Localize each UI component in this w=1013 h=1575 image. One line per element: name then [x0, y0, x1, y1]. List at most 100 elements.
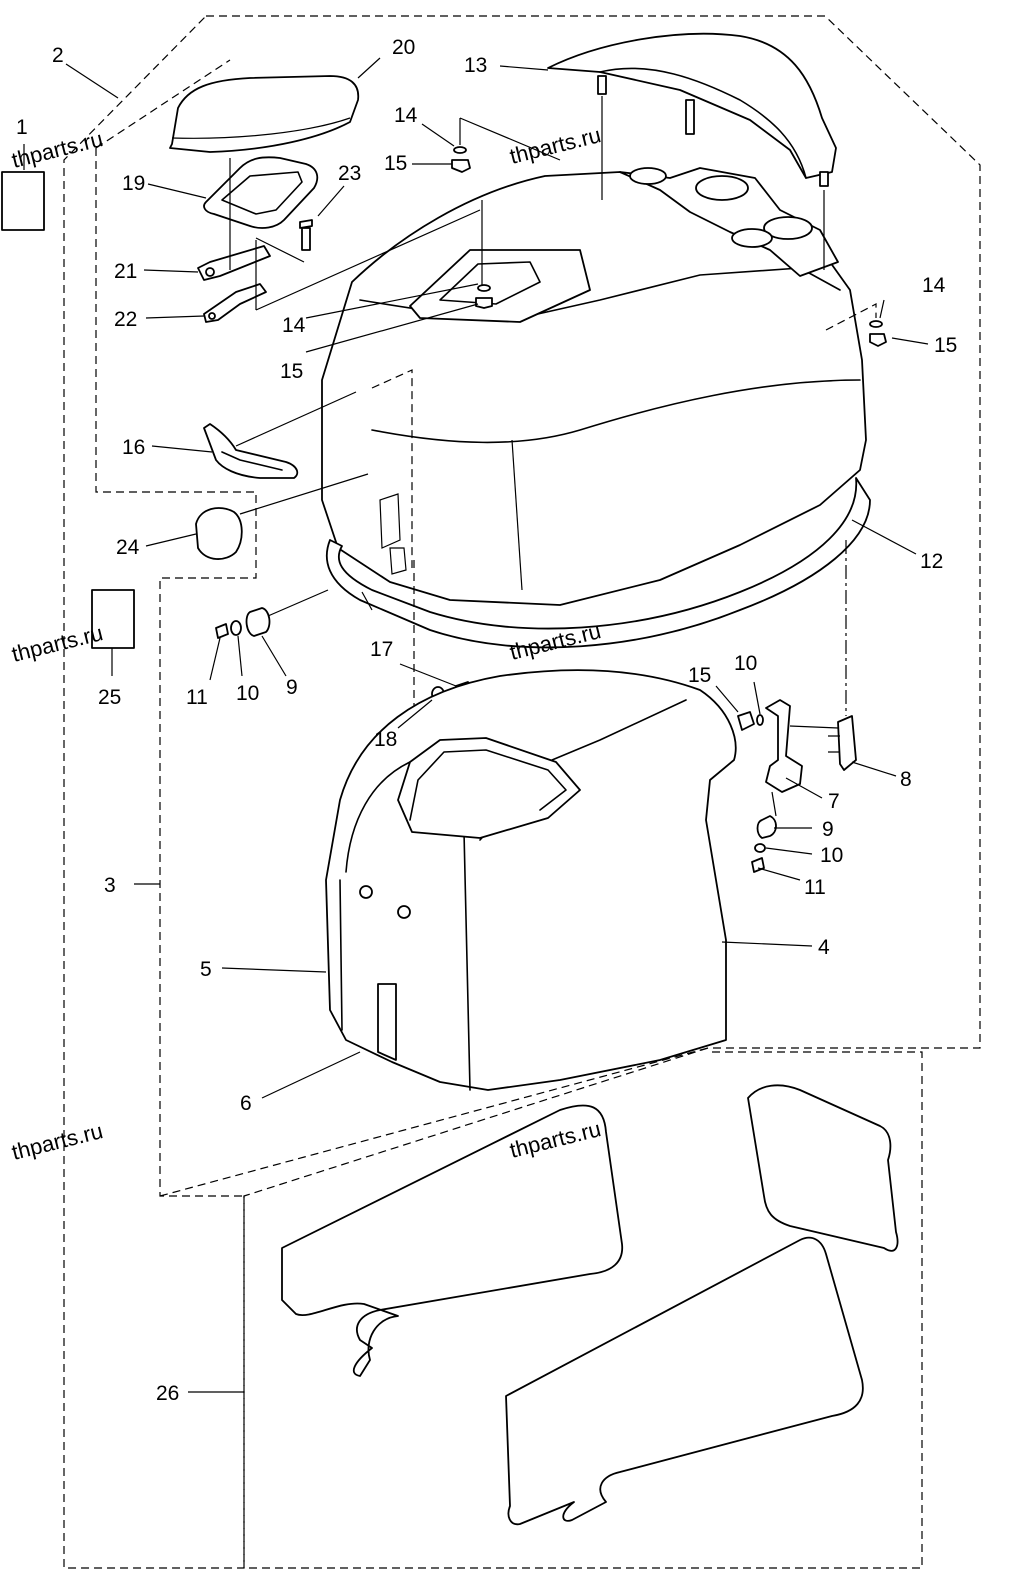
callout-20: 20 — [392, 36, 415, 59]
top-cowling-recess — [409, 249, 591, 323]
callout-15-lower: 15 — [688, 664, 711, 687]
callout-13: 13 — [464, 54, 487, 77]
callout-15-top: 15 — [384, 152, 407, 175]
spacer-9-left — [245, 607, 271, 637]
callout-23: 23 — [338, 162, 361, 185]
intake-port-4 — [629, 167, 667, 185]
decal-26-right — [747, 1084, 899, 1252]
callout-4: 4 — [818, 936, 830, 959]
washer-guide-right — [825, 303, 877, 331]
washer-10-right-upper — [756, 714, 764, 726]
bracket-21 — [197, 245, 271, 281]
bottom-cowling-opening — [397, 737, 581, 839]
top-cowling-front-line — [511, 439, 523, 591]
hole-upper — [359, 885, 373, 899]
callout-14-top: 14 — [394, 104, 418, 127]
callout-15-right: 15 — [934, 334, 957, 357]
bolt-23 — [299, 219, 313, 229]
part-13-guide-line — [601, 96, 825, 270]
left-guide — [371, 369, 415, 706]
handle-16-guide — [235, 391, 357, 447]
washer-14-right — [869, 320, 883, 328]
cowling-side-detail — [379, 493, 407, 575]
lid-20-edge — [171, 117, 351, 139]
callout-1: 1 — [16, 116, 28, 139]
callout-8: 8 — [900, 768, 912, 791]
callout-2: 2 — [52, 44, 64, 67]
handle-16 — [203, 423, 299, 479]
washer-14-top — [453, 146, 467, 154]
washer-guide-top — [459, 117, 561, 285]
top-cowling-intake-ports — [619, 167, 839, 277]
notch-6 — [377, 983, 397, 1061]
cap-24-guide — [239, 473, 369, 515]
decal-26-bottom — [505, 1236, 864, 1526]
callout-24: 24 — [116, 536, 140, 559]
callout-25: 25 — [98, 686, 121, 709]
lid-20 — [169, 75, 360, 153]
intake-port-1 — [695, 175, 749, 201]
seal-12 — [326, 477, 871, 649]
watermark-4: thparts.ru — [507, 618, 603, 665]
callout-10-right-upper: 10 — [734, 652, 757, 675]
leader-lines — [23, 57, 929, 1393]
callout-11-right: 11 — [804, 876, 826, 899]
bracket-21-hole — [205, 267, 215, 277]
washer-11-right — [751, 857, 765, 873]
group-outline-26 — [243, 1051, 923, 1569]
decal-26-left — [281, 1104, 624, 1377]
seal-12-joint — [361, 591, 373, 611]
top-cover-stud-2 — [685, 99, 695, 135]
top-cover-13 — [547, 32, 837, 179]
washer-10-left — [230, 620, 242, 636]
callout-18: 18 — [374, 728, 397, 751]
nut-15-right — [869, 333, 887, 347]
spacer-9-right — [756, 815, 777, 839]
callout-26: 26 — [156, 1382, 179, 1405]
side-panel-5 — [339, 761, 411, 1031]
grommet-19 — [203, 156, 319, 229]
callout-10-left: 10 — [236, 682, 259, 705]
callout-19: 19 — [122, 172, 145, 195]
callout-5: 5 — [200, 958, 212, 981]
nut-15-recess — [475, 297, 493, 309]
bracket-22-hole — [208, 312, 216, 320]
bracket-guide — [229, 158, 481, 311]
intake-port-2 — [763, 216, 813, 240]
callout-11-left: 11 — [186, 686, 208, 709]
callout-17: 17 — [370, 638, 393, 661]
callout-16: 16 — [122, 436, 145, 459]
spacer-guide-left — [267, 589, 329, 617]
label-box-1 — [1, 171, 45, 231]
callout-22: 22 — [114, 308, 137, 331]
callout-7: 7 — [828, 790, 840, 813]
callout-21: 21 — [114, 260, 137, 283]
handle-16-inner — [221, 451, 283, 471]
washer-10-right-lower — [754, 843, 766, 853]
label-box-25 — [91, 589, 135, 649]
top-cover-13-edge — [599, 67, 807, 179]
group-outline-2 — [63, 15, 981, 1569]
callout-14-right: 14 — [922, 274, 946, 297]
intake-port-3 — [731, 228, 773, 248]
callout-9-right: 9 — [822, 818, 834, 841]
washer-15-right-lower — [737, 711, 755, 731]
top-cover-stud-3 — [819, 171, 829, 187]
callout-9-left: 9 — [286, 676, 298, 699]
hole-lower — [397, 905, 411, 919]
nut-15-top — [451, 159, 471, 173]
top-cover-stud-1 — [597, 75, 607, 95]
cap-24 — [195, 507, 243, 560]
top-cowling-crease — [371, 379, 861, 444]
washer-11-left — [215, 623, 229, 639]
bracket-22 — [203, 283, 267, 323]
group-outline-3 — [159, 1047, 709, 1197]
callout-6: 6 — [240, 1092, 252, 1115]
bracket-7 — [765, 699, 803, 793]
plate-8-bolts — [789, 725, 840, 753]
callout-15-recess: 15 — [280, 360, 303, 383]
watermark-5: thparts.ru — [9, 1118, 105, 1165]
bottom-cowling-opening-inner — [409, 749, 567, 821]
callout-10-right-lower: 10 — [820, 844, 843, 867]
